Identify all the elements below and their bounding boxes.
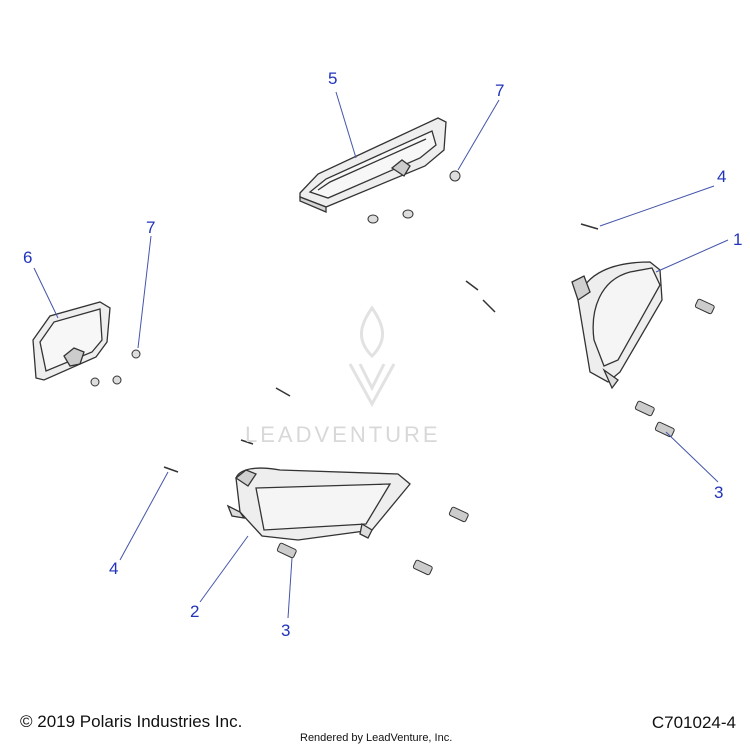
part-7-grommet-left [131,349,141,359]
callout-4-left[interactable]: 4 [109,559,119,578]
copyright-text: © 2019 Polaris Industries Inc. [20,712,243,731]
callout-2[interactable]: 2 [190,602,200,621]
part-3-springs [276,298,715,576]
callout-4-right[interactable]: 4 [717,167,727,186]
callout-3-bottom[interactable]: 3 [281,621,291,640]
callout-7-top[interactable]: 7 [495,81,505,100]
part-6-light-housing [32,301,111,381]
rendered-by-text: Rendered by LeadVenture, Inc. [300,732,453,744]
part-7-grommet-upper [449,170,461,182]
watermark-logo [348,305,396,408]
callout-7-left[interactable]: 7 [146,218,156,237]
callout-6[interactable]: 6 [23,248,33,267]
part-4-screws [163,223,599,473]
part-1-headlight [571,261,663,390]
callout-3-right[interactable]: 3 [714,483,724,502]
leader-lines [33,91,729,619]
part-5-grommets [367,209,414,224]
part-5-light-housing [299,117,447,213]
watermark-text: LEADVENTURE [245,422,441,447]
part-6-grommets [90,375,122,387]
callout-5[interactable]: 5 [328,69,338,88]
diagram-code: C701024-4 [651,713,736,732]
callout-1[interactable]: 1 [733,230,743,249]
part-2-headlight [226,467,411,541]
